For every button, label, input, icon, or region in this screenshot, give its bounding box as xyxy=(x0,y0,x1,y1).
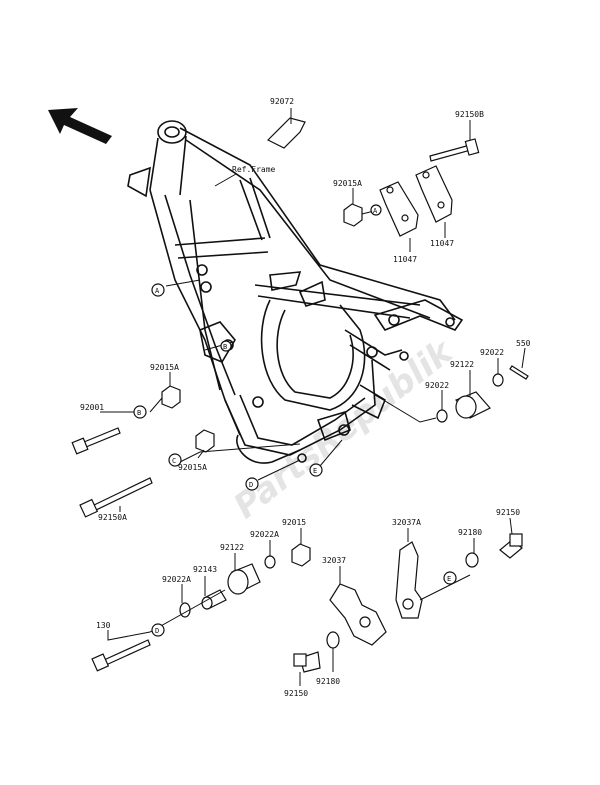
part-label: 92150B xyxy=(455,110,484,119)
part-label: 92150A xyxy=(98,513,127,522)
svg-text:E: E xyxy=(313,467,317,475)
part-label: 92122 xyxy=(450,360,474,369)
plate-11047-front xyxy=(379,181,419,237)
ref-circle-a: A xyxy=(151,283,165,297)
pin-550 xyxy=(509,365,529,380)
bolt-92150-lower xyxy=(293,651,321,673)
svg-text:B: B xyxy=(223,343,227,351)
washer-92180-lower xyxy=(326,631,340,649)
part-label: 130 xyxy=(96,621,111,630)
part-label: 92001 xyxy=(80,403,104,412)
washer-92022-left xyxy=(436,409,448,423)
ref-circle-d: D xyxy=(245,477,259,491)
part-label: 92022 xyxy=(480,348,504,357)
nut-92015A-mid xyxy=(161,385,181,409)
svg-text:C: C xyxy=(172,457,176,465)
nut-92015 xyxy=(291,543,311,567)
part-label: 92180 xyxy=(458,528,482,537)
svg-text:D: D xyxy=(155,627,159,635)
part-label: 11047 xyxy=(430,239,454,248)
svg-text:B: B xyxy=(137,409,141,417)
part-label: 550 xyxy=(516,339,531,348)
bolt-92150-right xyxy=(499,533,523,559)
bracket-32037A xyxy=(395,541,423,619)
nut-92015A-top xyxy=(343,203,363,227)
bolt-92150A xyxy=(79,477,153,518)
leader-lines xyxy=(100,108,526,686)
svg-text:A: A xyxy=(373,207,378,215)
ref-circle-d-lower: D xyxy=(151,623,165,637)
svg-text:D: D xyxy=(249,481,253,489)
watermark: PartsRepublik xyxy=(226,331,462,527)
collar-92122-lower xyxy=(227,563,261,595)
part-label: 92122 xyxy=(220,543,244,552)
ref-circle-b-frame: B xyxy=(220,340,232,352)
washer-92022A-upper xyxy=(264,555,276,569)
part-label: 92015A xyxy=(178,463,207,472)
collar-92122-upper xyxy=(455,391,491,419)
bolt-130 xyxy=(91,639,151,672)
part-label: 92072 xyxy=(270,97,294,106)
washer-92022-right xyxy=(492,373,504,387)
bolt-92150B xyxy=(429,138,480,162)
part-label: 92150 xyxy=(284,689,308,698)
ref-circle-b: B xyxy=(133,405,147,419)
bracket-32037 xyxy=(329,583,387,646)
part-label: 92143 xyxy=(193,565,217,574)
ref-circle-e: E xyxy=(309,463,323,477)
clamp-92072 xyxy=(266,117,306,149)
frame-reference-label: Ref.Frame xyxy=(232,165,276,174)
washer-92180-right xyxy=(465,552,479,568)
ref-circle-e-lower: E xyxy=(443,571,457,585)
part-label: 92015 xyxy=(282,518,306,527)
direction-arrow-icon xyxy=(48,108,112,144)
part-label: 92150 xyxy=(496,508,520,517)
part-label: 92022 xyxy=(425,381,449,390)
motorcycle-frame xyxy=(127,120,464,464)
svg-text:E: E xyxy=(447,575,451,583)
spacer-92143 xyxy=(201,589,227,610)
part-label: 92015A xyxy=(333,179,362,188)
part-label: 92022A xyxy=(250,530,279,539)
bolt-92001 xyxy=(71,427,121,455)
svg-text:A: A xyxy=(155,287,160,295)
nut-92015A-lower xyxy=(195,429,215,453)
part-label: 32037 xyxy=(322,556,346,565)
part-label: 11047 xyxy=(393,255,417,264)
part-label: 32037A xyxy=(392,518,421,527)
plate-11047-rear xyxy=(415,165,453,223)
ref-circle-a-frame: A xyxy=(370,204,382,216)
part-label: 92015A xyxy=(150,363,179,372)
part-label: 92180 xyxy=(316,677,340,686)
part-label: 92022A xyxy=(162,575,191,584)
ref-circle-c: C xyxy=(168,453,182,467)
